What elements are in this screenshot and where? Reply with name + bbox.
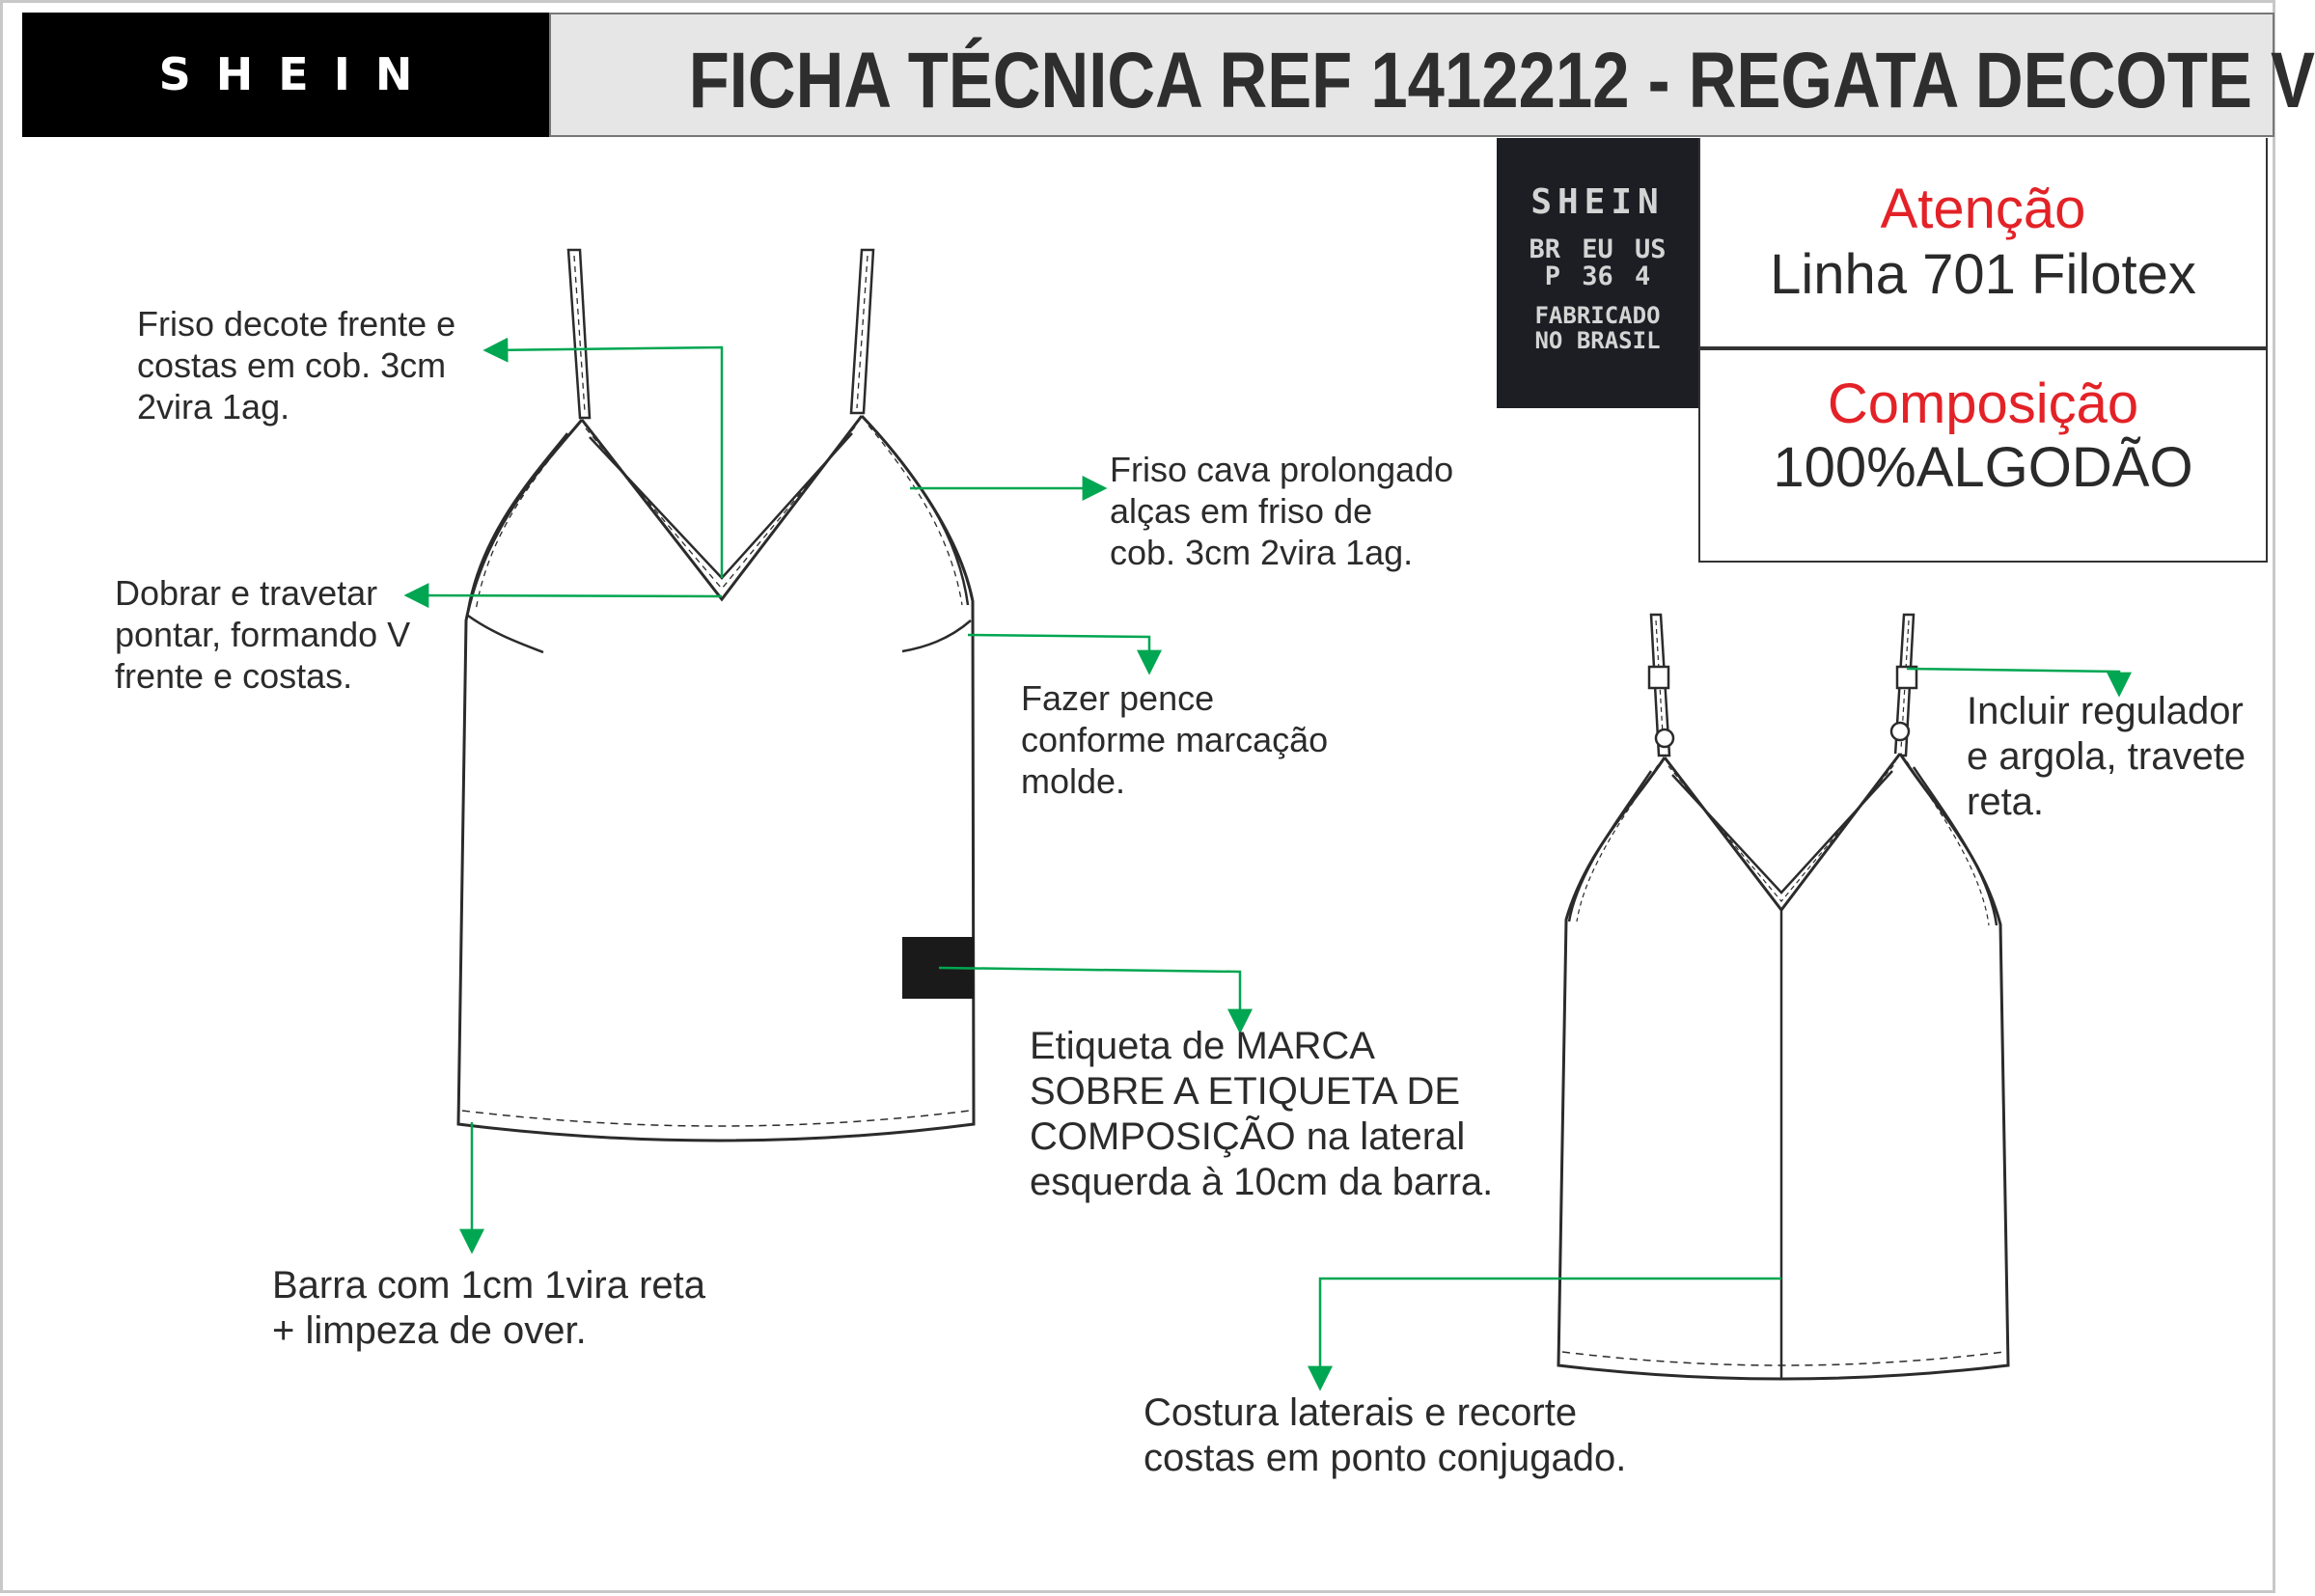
garment-drawings — [403, 248, 2132, 1391]
label-made-in-line2: NO BRASIL — [1534, 327, 1661, 354]
note-line: Incluir regulador — [1967, 690, 2244, 732]
back-view-drawing — [1557, 613, 2010, 1381]
note-dobrar: Dobrar e travetar pontar, formando V fre… — [115, 572, 410, 697]
note-line: frente e costas. — [115, 656, 353, 696]
brand-logo: SHEIN — [22, 13, 549, 137]
note-line: conforme marcação — [1021, 720, 1329, 759]
arrow-pence — [967, 633, 1162, 675]
arrow-costura — [1308, 1277, 1781, 1391]
label-sizes-values: P 36 4 — [1544, 261, 1651, 291]
callout-arrows — [403, 337, 2132, 1391]
garment-label-image: SHEIN BR EU US P 36 4 FABRICADO NO BRASI… — [1497, 138, 1698, 408]
label-sizes-header: BR EU US — [1529, 234, 1667, 264]
note-line: cob. 3cm 2vira 1ag. — [1110, 533, 1414, 572]
note-line: molde. — [1021, 761, 1126, 801]
note-line: Dobrar e travetar — [115, 573, 378, 613]
arrow-dobrar — [403, 583, 723, 609]
note-line: COMPOSIÇÃO na lateral — [1030, 1115, 1466, 1158]
note-barra: Barra com 1cm 1vira reta + limpeza de ov… — [272, 1263, 705, 1354]
composition-heading: Composição — [1827, 372, 2139, 435]
note-line: 2vira 1ag. — [137, 387, 290, 427]
label-made-in-line1: FABRICADO — [1534, 302, 1661, 329]
note-friso-decote: Friso decote frente e costas em cob. 3cm… — [137, 303, 455, 427]
note-regulador: Incluir regulador e argola, travete reta… — [1967, 689, 2246, 825]
arrow-friso-decote — [482, 337, 724, 578]
note-line: costas em cob. 3cm — [137, 345, 447, 385]
attention-value: Linha 701 Filotex — [1770, 243, 2196, 306]
note-line: Barra com 1cm 1vira reta — [272, 1264, 706, 1307]
note-line: costas em ponto conjugado. — [1144, 1437, 1627, 1479]
note-pence: Fazer pence conforme marcação molde. — [1021, 677, 1328, 802]
note-etiqueta: Etiqueta de MARCA SOBRE A ETIQUETA DE CO… — [1030, 1024, 1493, 1205]
note-line: pontar, formando V — [115, 615, 411, 654]
note-line: + limpeza de over. — [272, 1309, 587, 1352]
front-view-drawing — [456, 248, 976, 1142]
title-bar: FICHA TÉCNICA REF 1412212 - REGATA DECOT… — [549, 13, 2315, 137]
note-friso-cava: Friso cava prolongado alças em friso de … — [1110, 449, 1453, 573]
page-title: FICHA TÉCNICA REF 1412212 - REGATA DECOT… — [688, 37, 2315, 124]
note-line: Etiqueta de MARCA — [1030, 1025, 1375, 1067]
note-line: Fazer pence — [1021, 678, 1215, 718]
note-line: Friso cava prolongado — [1110, 450, 1454, 489]
note-line: reta. — [1967, 781, 2045, 823]
composition-value: 100%ALGODÃO — [1773, 436, 2193, 499]
note-line: SOBRE A ETIQUETA DE — [1030, 1070, 1461, 1113]
note-costura: Costura laterais e recorte costas em pon… — [1144, 1390, 1626, 1481]
arrow-etiqueta — [938, 966, 1253, 1034]
note-line: Costura laterais e recorte — [1144, 1391, 1578, 1434]
composition-box: Composição 100%ALGODÃO — [1698, 348, 2268, 563]
note-line: e argola, travete — [1967, 735, 2246, 778]
attention-heading: Atenção — [1880, 178, 2086, 240]
note-line: alças em friso de — [1110, 491, 1373, 531]
note-line: Friso decote frente e — [137, 304, 456, 344]
attention-box: Atenção Linha 701 Filotex — [1698, 138, 2268, 348]
brand-logo-text: SHEIN — [158, 48, 438, 100]
arrow-regulador — [1906, 667, 2132, 698]
note-line: esquerda à 10cm da barra. — [1030, 1161, 1494, 1203]
label-brand: SHEIN — [1530, 182, 1665, 222]
